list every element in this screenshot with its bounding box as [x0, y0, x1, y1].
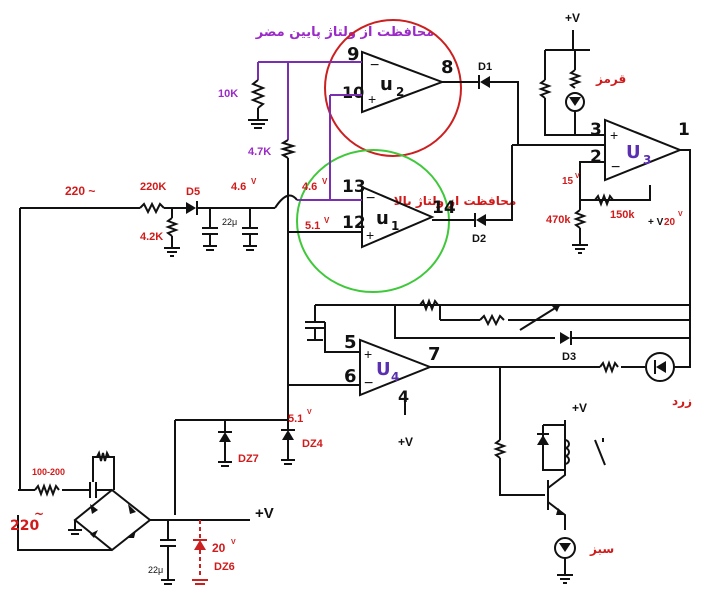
svg-text:−: −: [366, 190, 375, 207]
label-plus-v-supply: +V: [255, 505, 274, 522]
u2-title: محافظت از ولتاژ پایین مضر: [255, 25, 435, 40]
power-supply: 100-200 +V 220 ~ 22μ: [10, 450, 274, 585]
label-dz6: DZ6: [214, 561, 235, 573]
resistor-4.7k: 4.7K: [248, 139, 297, 200]
transistor-driver: +V سبز: [493, 367, 614, 584]
svg-text:V: V: [575, 173, 580, 180]
u1-reference-wiring: 5.1 V: [287, 200, 362, 385]
label-20v-dz6: 20: [212, 541, 226, 555]
svg-text:−: −: [611, 159, 620, 176]
u1-sub: 1: [391, 219, 399, 233]
label-4.6v-a: 4.6: [231, 181, 246, 193]
label-cap-22u-b: 22μ: [148, 565, 163, 575]
u1-title: محافظت از ولتاژ بالا: [394, 194, 517, 209]
led-red-label: قرمز: [595, 72, 626, 86]
opamp-u2: u 2 − + 9 10 8: [342, 44, 454, 114]
svg-text:V: V: [307, 409, 312, 416]
u3-plus-network: +V قرمز: [538, 11, 626, 136]
label-cap-22u: 22μ: [222, 217, 237, 227]
u1-pin-plus: 12: [342, 213, 366, 233]
u2-sub: 2: [396, 85, 404, 99]
label-4.7k: 4.7K: [248, 146, 271, 158]
u2-label: u: [380, 74, 393, 95]
opamp-u1: u 1 − + 13 12 14: [342, 177, 456, 249]
svg-text:V: V: [678, 211, 683, 218]
svg-text:V: V: [322, 177, 328, 186]
u2-pin-out: 8: [441, 57, 454, 78]
svg-text:V: V: [231, 539, 236, 546]
label-plus-v-top: +V: [565, 11, 580, 25]
label-d1: D1: [478, 61, 492, 73]
diode-d5: D5: [186, 186, 200, 215]
u2-pin-plus: 10: [342, 83, 364, 102]
u4-sub: 4: [391, 370, 399, 384]
led-yellow-label: زرد: [672, 394, 692, 408]
svg-text:V: V: [324, 216, 330, 225]
u2-highlight-circle: [324, 19, 462, 157]
svg-text:−: −: [370, 57, 379, 74]
zener-dz6: 20 V DZ6: [192, 520, 236, 585]
label-220-ac: 220 ~: [65, 184, 95, 198]
label-15v: 15: [562, 176, 574, 187]
svg-text:~: ~: [34, 507, 44, 521]
label-5.1v: 5.1: [305, 220, 320, 232]
u4-pin-out: 7: [428, 344, 441, 365]
label-plus-v-relay: +V: [572, 401, 587, 415]
u1-pin-out: 14: [432, 198, 456, 218]
capacitor-filter-2: 22μ: [222, 208, 258, 251]
label-20v-u3: 20: [664, 217, 676, 228]
label-dz4: DZ4: [302, 438, 324, 450]
label-4.2k: 4.2K: [140, 231, 163, 243]
capacitor-filter-1: [202, 208, 218, 251]
u2-pin-minus: 9: [347, 44, 360, 65]
diode-d1: D1: [442, 61, 519, 145]
u1-pin-minus: 13: [342, 177, 366, 197]
u2-input-wiring: [257, 61, 362, 201]
label-d5: D5: [186, 186, 200, 198]
led-green-label: سبز: [589, 542, 614, 556]
diode-d2: D2: [432, 145, 513, 245]
svg-text:+: +: [364, 346, 372, 362]
label-plus-v-u4: +V: [398, 435, 413, 449]
label-150k: 150k: [610, 209, 635, 221]
u3-pin-out: 1: [678, 120, 690, 140]
u4-pin-gnd: 4: [398, 387, 409, 406]
label-5.1v-dz: 5.1: [288, 413, 303, 425]
label-d3: D3: [562, 351, 576, 363]
svg-text:V: V: [251, 177, 257, 186]
svg-text:−: −: [364, 375, 373, 392]
opamp-u3: U 3 + − 3 2 1: [590, 118, 690, 182]
u3-sub: 3: [643, 153, 651, 167]
u4-label: U: [376, 359, 391, 380]
u3-pin-plus: 3: [590, 120, 602, 140]
label-220k: 220K: [140, 181, 166, 193]
label-220-bottom: 220: [10, 518, 39, 534]
label-100-200: 100-200: [32, 467, 65, 477]
resistor-4.2k: 4.2K: [140, 208, 180, 257]
zener-dz7: DZ7: [218, 420, 259, 467]
u3-feedback-network: 15 V 470k 150k + V 20 V: [546, 149, 691, 340]
label-plus-v-20: + V: [648, 217, 664, 228]
led-yellow: زرد: [645, 338, 692, 408]
zener-dz4: 5.1 V DZ4: [175, 385, 324, 465]
svg-text:+: +: [610, 127, 618, 143]
label-4.6v-b: 4.6: [302, 181, 317, 193]
label-10k: 10K: [218, 88, 238, 100]
u4-feedback-network: D3 +V: [288, 298, 690, 449]
u3-pin-minus: 2: [590, 147, 602, 167]
resistor-10k: 10K: [218, 79, 268, 129]
label-470k: 470k: [546, 214, 571, 226]
label-dz7: DZ7: [238, 453, 259, 465]
u1-label: u: [376, 208, 389, 229]
u3-label: U: [626, 142, 641, 163]
opamp-u4: U 4 + − 5 6 7 4: [344, 332, 441, 406]
u4-pin-plus: 5: [344, 332, 357, 353]
u4-pin-minus: 6: [344, 366, 357, 387]
label-d2: D2: [472, 233, 486, 245]
svg-text:+: +: [368, 91, 376, 107]
svg-text:+: +: [366, 227, 374, 243]
